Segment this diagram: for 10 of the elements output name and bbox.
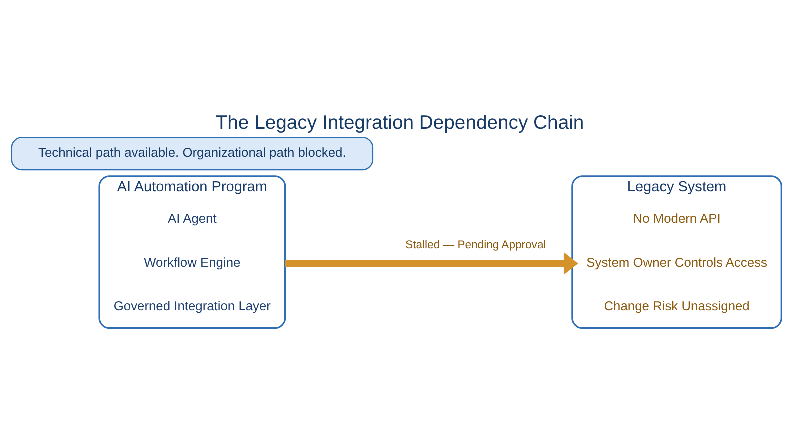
node-text: Change Risk Unassigned [604,298,750,314]
arrow [285,252,578,275]
node-text: Governed Integration Layer [114,298,271,314]
node-text: AI Agent [168,211,217,226]
node-box: Technical path available. Organizational path blocked. [11,137,374,171]
node-text: System Owner Controls Access [586,254,768,270]
edge-label: Stalled — Pending Approval [406,240,546,252]
node-text: Workflow Engine [144,254,241,270]
node-text: No Modern API [633,211,721,226]
diagram-title: The Legacy Integration Dependency Chain [216,112,584,134]
